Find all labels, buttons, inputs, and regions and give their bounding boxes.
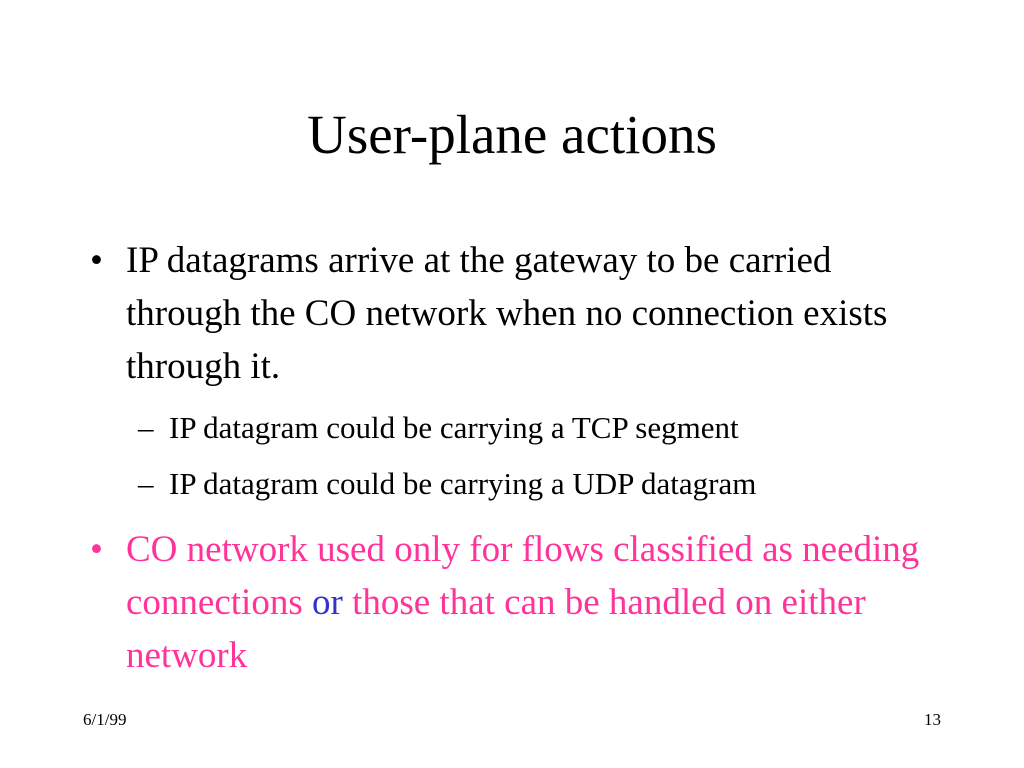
bullet-text: CO network used only for flows classifie… <box>126 523 950 682</box>
bullet-marker: • <box>90 240 103 281</box>
bullet-item: • IP datagrams arrive at the gateway to … <box>90 234 950 393</box>
sub-bullet-item: – IP datagram could be carrying a TCP se… <box>138 408 998 448</box>
page-number: 13 <box>924 710 941 729</box>
sub-bullet-text: IP datagram could be carrying a UDP data… <box>169 466 757 501</box>
bullet-marker: • <box>90 529 103 570</box>
slide-title: User-plane actions <box>307 104 717 165</box>
bullet-text-end: those that can be handled on either netw… <box>126 582 866 676</box>
bullet-connector-word: or <box>311 582 343 623</box>
sub-bullet-marker: – <box>138 410 154 445</box>
bullet-item-highlighted: • CO network used only for flows classif… <box>90 523 950 682</box>
sub-bullet-marker: – <box>138 466 154 501</box>
sub-bullet-text: IP datagram could be carrying a TCP segm… <box>169 410 739 445</box>
bullet-text: IP datagrams arrive at the gateway to be… <box>126 240 888 387</box>
bullet-text-start: CO network used only for flows classifie… <box>126 529 920 623</box>
sub-bullet-item: – IP datagram could be carrying a UDP da… <box>138 464 998 504</box>
footer-date: 6/1/99 <box>83 710 127 729</box>
